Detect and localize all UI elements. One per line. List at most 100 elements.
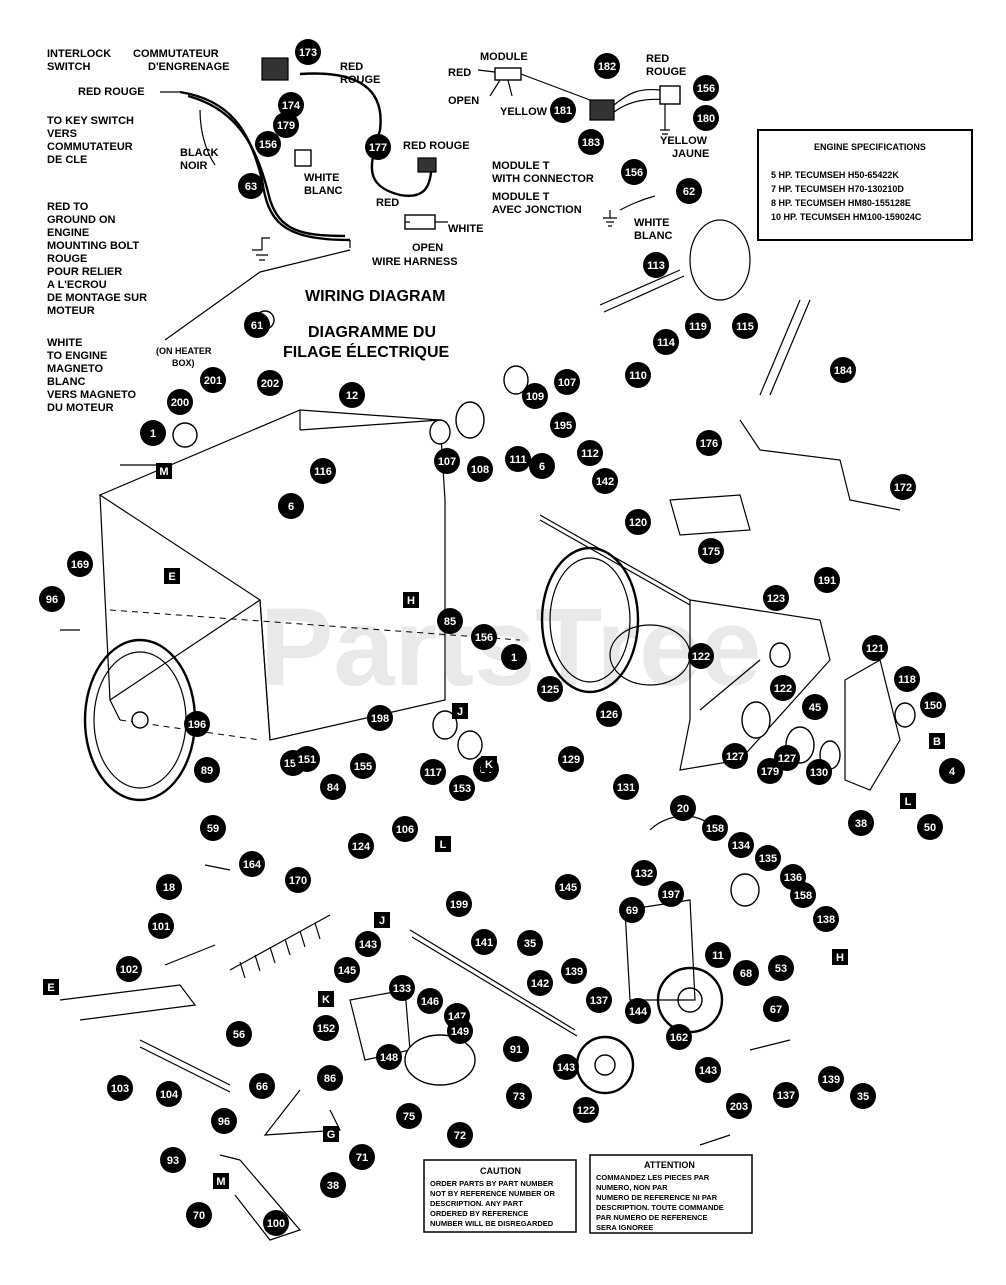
part-number-label: 1 (150, 428, 156, 440)
part-callout-121: 121 (862, 635, 888, 661)
part-callout-circle (226, 1021, 252, 1047)
part-callout-circle (763, 996, 789, 1022)
part-number-label: 124 (352, 841, 371, 853)
ref-letter: M (159, 466, 168, 478)
part-callout-120: 120 (625, 509, 651, 535)
caution-box: CAUTION ORDER PARTS BY PART NUMBER NOT B… (423, 1159, 577, 1233)
attention-line: NUMERO, NON PAR (596, 1183, 668, 1192)
part-callout-86: 86 (317, 1065, 343, 1091)
ref-letter: H (407, 595, 415, 607)
part-number-label: 169 (71, 559, 89, 571)
part-number-label: 202 (261, 378, 279, 390)
part-callout-182: 182 (594, 53, 620, 79)
part-number-label: 75 (403, 1111, 415, 1123)
part-callout-170: 170 (285, 867, 311, 893)
part-number-label: 177 (369, 142, 387, 154)
part-callout-133: 133 (389, 975, 415, 1001)
ref-box-E: E (164, 568, 180, 584)
part-number-label: 114 (657, 337, 676, 349)
part-callout-111: 111 (505, 446, 531, 472)
part-callout-circle (555, 874, 581, 900)
part-callout-117: 117 (420, 759, 446, 785)
part-number-label: 118 (898, 674, 916, 686)
ref-letter: B (933, 736, 941, 748)
part-number-label: 115 (736, 321, 754, 333)
part-callout-circle (140, 420, 166, 446)
part-number-label: 35 (857, 1091, 869, 1103)
ref-box-square (435, 836, 451, 852)
part-number-label: 104 (160, 1089, 179, 1101)
part-number-label: 61 (251, 320, 263, 332)
part-callout-circle (920, 692, 946, 718)
part-number-label: 110 (629, 370, 647, 382)
part-number-label: 173 (299, 47, 317, 59)
ref-box-square (213, 1173, 229, 1189)
label-open: OPEN (412, 242, 443, 254)
part-number-label: 196 (188, 719, 206, 731)
part-callout-179: 179 (273, 112, 299, 138)
part-callout-45: 45 (802, 694, 828, 720)
label-magneto-1: WHITE (47, 337, 82, 349)
ref-box-J: J (452, 703, 468, 719)
part-callout-174: 174 (278, 92, 304, 118)
part-callout-102: 102 (116, 956, 142, 982)
part-callout-191: 191 (814, 567, 840, 593)
part-number-label: 84 (327, 782, 340, 794)
ref-box-square (43, 979, 59, 995)
part-callout-circle (249, 1073, 275, 1099)
part-callout-199: 199 (446, 891, 472, 917)
part-number-label: 68 (740, 968, 752, 980)
part-callout-63: 63 (238, 173, 264, 199)
part-callout-137: 137 (586, 987, 612, 1013)
ref-box-square (832, 949, 848, 965)
ref-box-square (452, 703, 468, 719)
label-ground-8: DE MONTAGE SUR (47, 292, 147, 304)
label-heater-2: BOX) (172, 358, 195, 368)
part-callout-circle (666, 1024, 692, 1050)
part-number-label: 6 (539, 461, 545, 473)
part-callout-156: 156 (255, 131, 281, 157)
label-ground-5: ROUGE (47, 253, 87, 265)
part-number-label: 91 (510, 1044, 522, 1056)
part-callout-177: 177 (365, 134, 391, 160)
ref-box-square (403, 592, 419, 608)
part-callout-circle (763, 585, 789, 611)
ref-box-H: H (832, 949, 848, 965)
part-callout-175: 175 (698, 538, 724, 564)
part-callout-circle (156, 874, 182, 900)
part-number-label: 121 (866, 643, 884, 655)
part-callout-circle (506, 1083, 532, 1109)
part-callout-circle (862, 635, 888, 661)
part-callout-126: 126 (596, 701, 622, 727)
label-magneto-6: DU MOTEUR (47, 402, 114, 414)
title-diagramme: DIAGRAMME DU (308, 324, 436, 341)
part-number-label: 50 (924, 822, 936, 834)
part-callout-circle (186, 1202, 212, 1228)
label-module-yellow: YELLOW (500, 106, 548, 118)
ref-letter: E (168, 571, 175, 583)
part-callout-circle (755, 845, 781, 871)
part-callout-172: 172 (890, 474, 916, 500)
part-number-label: 120 (629, 517, 647, 529)
part-callout-circle (350, 753, 376, 779)
part-callout-circle (917, 814, 943, 840)
part-callout-circle (693, 105, 719, 131)
part-number-label: 123 (767, 593, 785, 605)
part-callout-151: 151 (294, 746, 320, 772)
label-module-t-2: WITH CONNECTOR (492, 173, 594, 185)
part-callout-72: 72 (447, 1122, 473, 1148)
part-callout-114: 114 (653, 329, 679, 355)
ref-box-square (318, 991, 334, 1007)
part-number-label: 89 (201, 765, 213, 777)
part-callout-156: 156 (621, 159, 647, 185)
part-callout-122: 122 (688, 643, 714, 669)
part-number-label: 108 (471, 464, 489, 476)
ref-box-K: K (481, 756, 497, 772)
part-callout-156: 156 (693, 75, 719, 101)
part-callout-circle (722, 743, 748, 769)
part-number-label: 132 (635, 868, 653, 880)
part-number-label: 96 (218, 1116, 230, 1128)
part-callout-circle (348, 833, 374, 859)
part-callout-circle (728, 832, 754, 858)
module-drawing (477, 67, 681, 227)
